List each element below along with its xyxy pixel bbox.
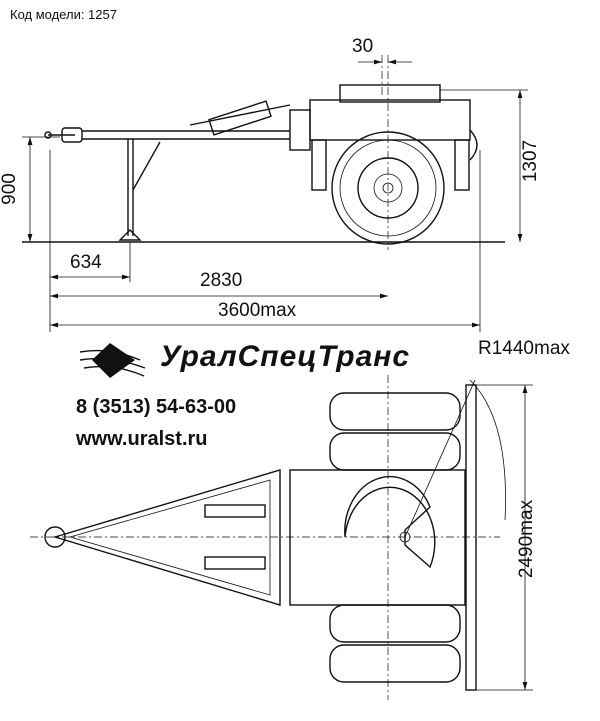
wheels-top — [329, 384, 477, 691]
dim-support-leg: 634 — [70, 252, 102, 273]
dim-overall-length: 3600max — [218, 300, 297, 321]
brand-website: www.uralst.ru — [76, 428, 208, 450]
brand-phone: 8 (3513) 54-63-00 — [76, 396, 237, 418]
dim-axle-distance: 2830 — [200, 270, 243, 291]
dim-overall-width: 2490max — [516, 499, 538, 579]
frame-top — [44, 469, 466, 606]
drawbar — [44, 100, 291, 241]
chassis — [289, 84, 478, 191]
model-code: Код модели: 1257 — [10, 7, 117, 22]
brand-name: УралСпецТранс — [160, 340, 411, 373]
dim-hitch-height: 900 — [0, 173, 20, 205]
dim-offset: 30 — [352, 36, 374, 57]
dim-overall-height: 1307 — [520, 139, 542, 183]
brand-logo-mark — [79, 343, 146, 378]
side-view — [22, 55, 528, 332]
dim-turn-radius: R1440max — [478, 338, 570, 359]
top-view — [30, 375, 533, 700]
